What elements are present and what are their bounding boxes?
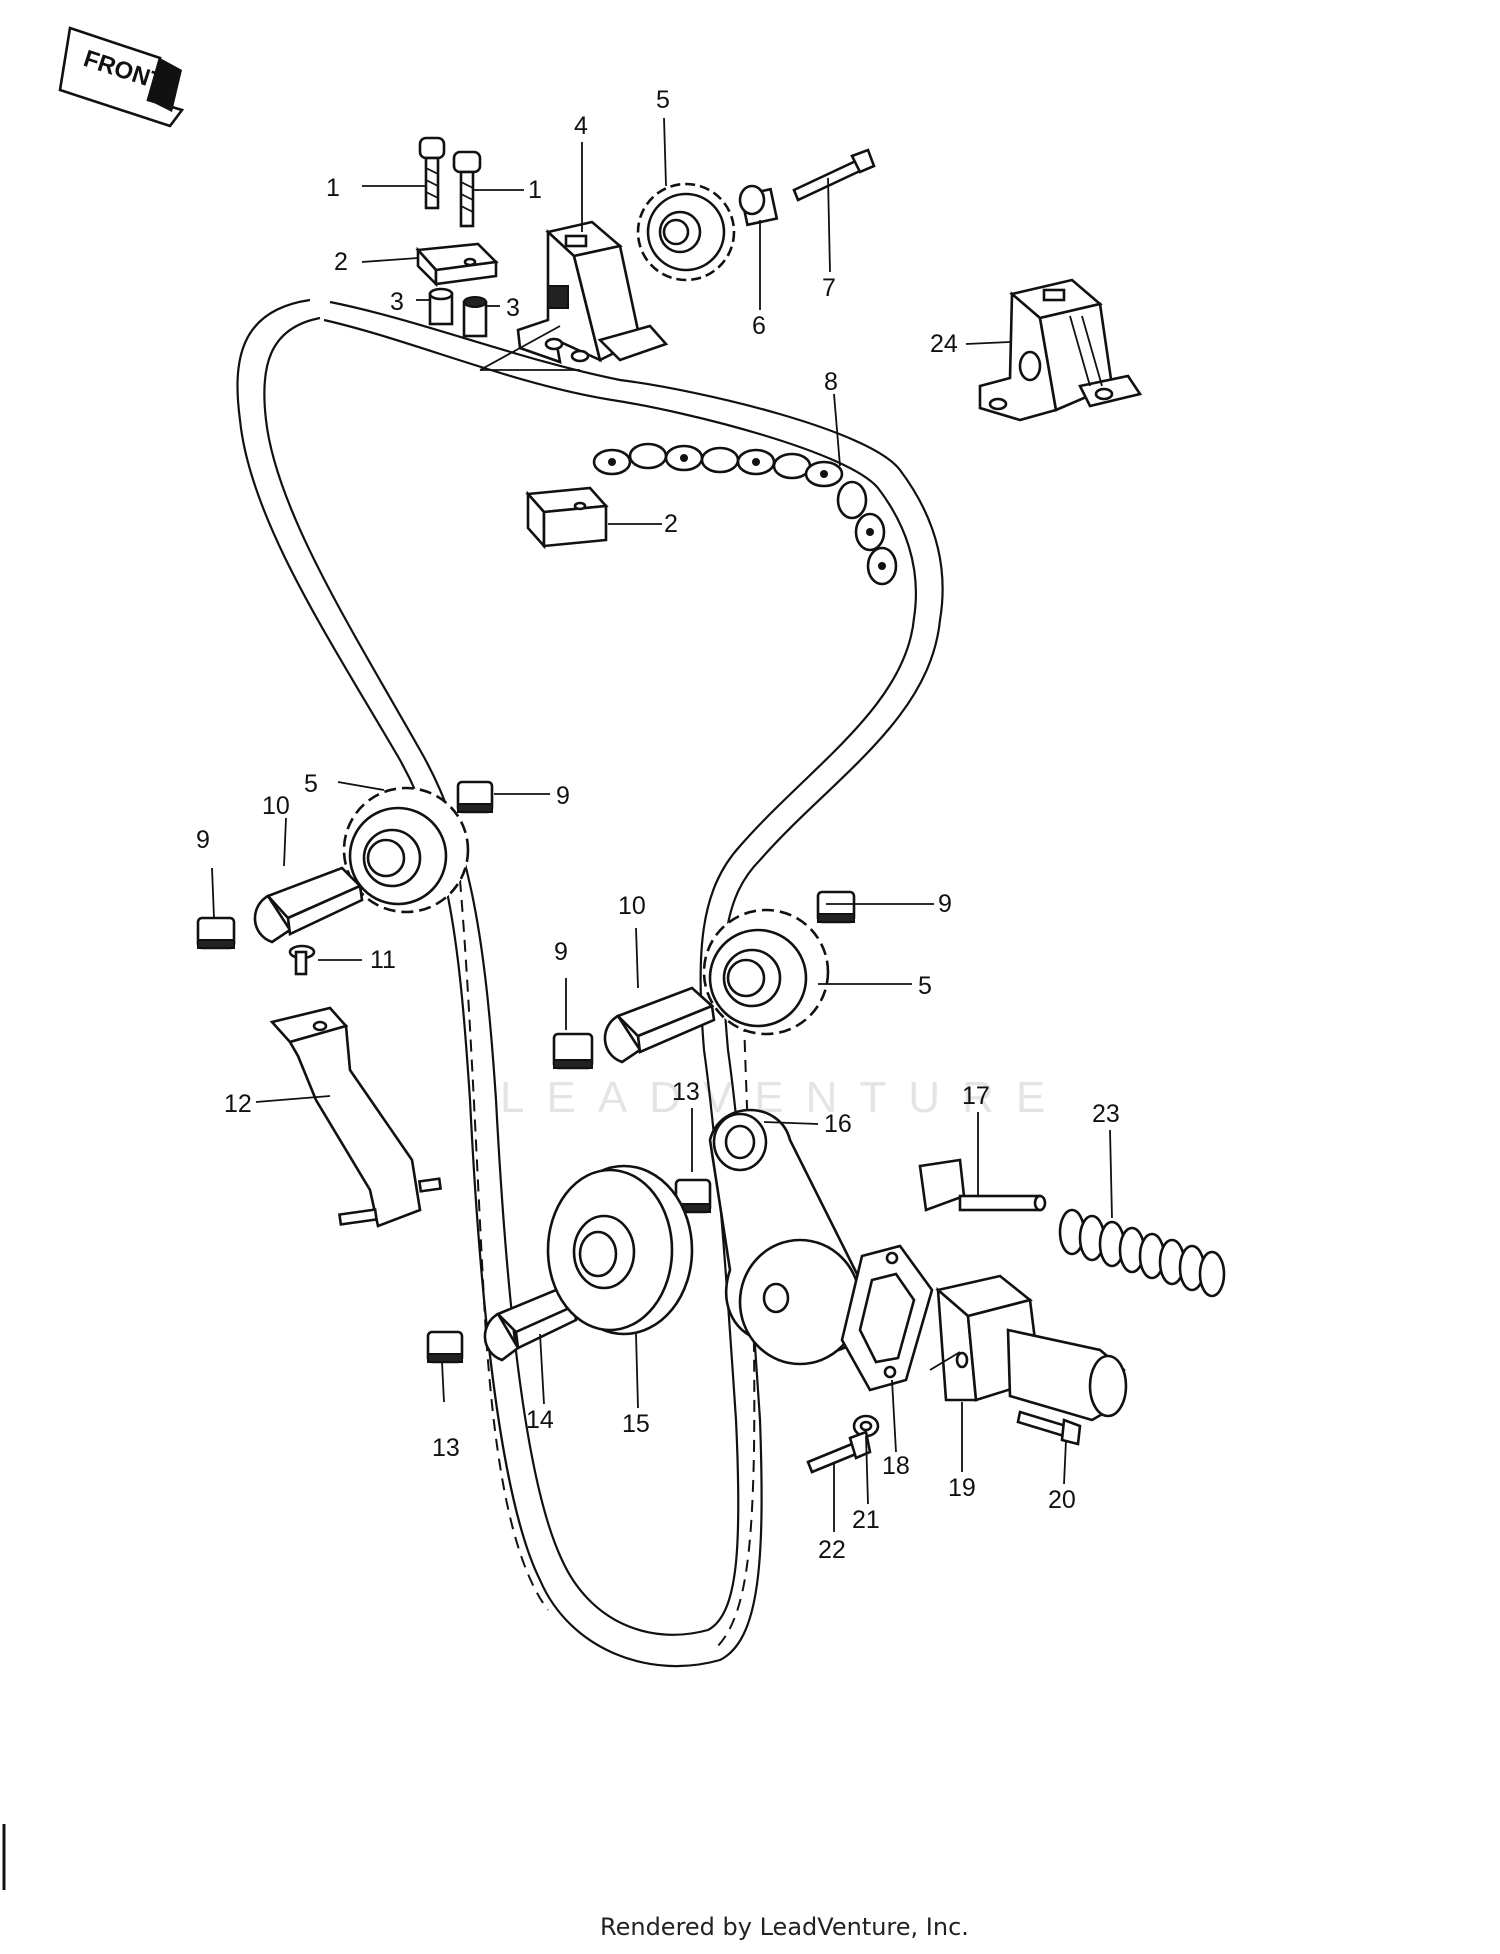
callout-7: 7 bbox=[822, 274, 836, 302]
callout-24: 24 bbox=[930, 330, 958, 358]
collar-3a bbox=[428, 287, 454, 326]
callout-5b: 5 bbox=[304, 770, 318, 798]
callout-1a: 1 bbox=[326, 174, 340, 202]
pushrod-17 bbox=[918, 1158, 1047, 1212]
sprocket-5-left bbox=[342, 786, 470, 914]
callout-6: 6 bbox=[752, 312, 766, 340]
callout-20: 20 bbox=[1048, 1486, 1076, 1514]
callout-3a: 3 bbox=[390, 288, 404, 316]
bolt-20 bbox=[1016, 1410, 1082, 1446]
callout-9d: 9 bbox=[554, 938, 568, 966]
leader-lines bbox=[211, 117, 1113, 1532]
callout-17: 17 bbox=[962, 1082, 990, 1110]
bracket-4 bbox=[479, 220, 669, 371]
watermark: LEADVENTURE bbox=[500, 1073, 1067, 1122]
collar-3b bbox=[462, 296, 488, 338]
block-9b bbox=[196, 916, 236, 950]
arm-12 bbox=[269, 1006, 443, 1228]
washer-21 bbox=[852, 1414, 880, 1438]
callout-18: 18 bbox=[882, 1452, 910, 1480]
callout-13b: 13 bbox=[432, 1434, 460, 1462]
callout-10a: 10 bbox=[262, 792, 290, 820]
footer-credit: Rendered by LeadVenture, Inc. bbox=[600, 1913, 969, 1941]
callout-numbers: 1 1 2 3 3 4 5 6 7 8 2 24 5 9 10 9 11 9 1… bbox=[196, 86, 1120, 1564]
callout-9a: 9 bbox=[556, 782, 570, 810]
chain-8 bbox=[592, 442, 898, 586]
callout-3b: 3 bbox=[506, 294, 520, 322]
callout-4: 4 bbox=[574, 112, 588, 140]
callout-2b: 2 bbox=[664, 510, 678, 538]
screw-22 bbox=[806, 1430, 872, 1474]
callout-23: 23 bbox=[1092, 1100, 1120, 1128]
bolt-7 bbox=[792, 148, 876, 202]
damper-10-right bbox=[603, 986, 716, 1064]
block-9d bbox=[552, 1032, 594, 1070]
block-9a bbox=[456, 780, 494, 814]
callout-11: 11 bbox=[370, 946, 396, 974]
callout-2a: 2 bbox=[334, 248, 348, 276]
sprocket-5-right bbox=[702, 908, 830, 1036]
damper-10-left bbox=[253, 866, 364, 944]
collar-6 bbox=[738, 184, 779, 227]
callout-8: 8 bbox=[824, 368, 838, 396]
gasket-18 bbox=[840, 1244, 934, 1392]
bolt-1a bbox=[418, 136, 446, 210]
callout-16: 16 bbox=[824, 1110, 852, 1138]
bolt-1b bbox=[452, 150, 482, 228]
plate-2-lower bbox=[525, 486, 609, 550]
tensioner-housing-19 bbox=[929, 1274, 1128, 1422]
callout-19: 19 bbox=[948, 1474, 976, 1502]
sprocket-5-top bbox=[636, 182, 736, 282]
block-13b bbox=[426, 1330, 464, 1364]
front-arrow-icon: FRONT bbox=[58, 26, 185, 128]
block-9c bbox=[816, 890, 856, 924]
callout-15: 15 bbox=[622, 1410, 650, 1438]
callout-12: 12 bbox=[224, 1090, 252, 1118]
callout-5c: 5 bbox=[918, 972, 932, 1000]
callout-13a: 13 bbox=[672, 1078, 700, 1106]
plate-2-upper bbox=[415, 242, 499, 288]
callout-21: 21 bbox=[852, 1506, 880, 1534]
callout-10b: 10 bbox=[618, 892, 646, 920]
pulley-15 bbox=[546, 1164, 694, 1336]
callout-9c: 9 bbox=[938, 890, 952, 918]
bracket-24 bbox=[978, 278, 1143, 422]
damper-14 bbox=[483, 1288, 578, 1362]
callout-9b: 9 bbox=[196, 826, 210, 854]
callout-14: 14 bbox=[526, 1406, 554, 1434]
callout-22: 22 bbox=[818, 1536, 846, 1564]
spring-23 bbox=[1058, 1208, 1226, 1298]
callout-5a: 5 bbox=[656, 86, 670, 114]
screw-11 bbox=[288, 944, 316, 976]
callout-1b: 1 bbox=[528, 176, 542, 204]
tensioner-arm-16 bbox=[708, 1108, 868, 1366]
